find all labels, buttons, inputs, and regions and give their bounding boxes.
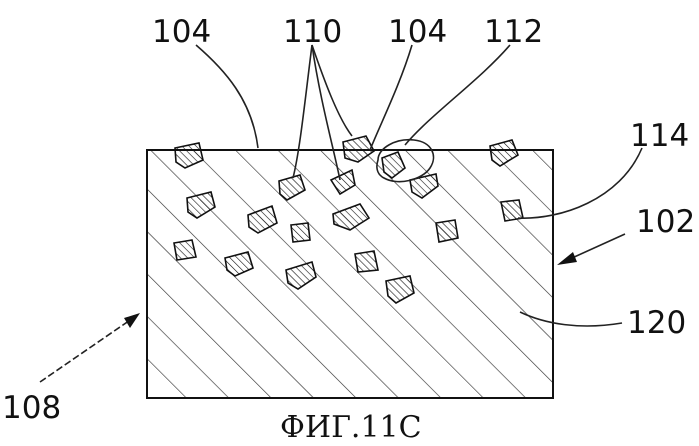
arrow-108-shaft [40,316,136,382]
label-114: 114 [630,118,689,154]
label-112: 112 [484,14,543,50]
grain-12 [291,223,310,242]
leader-104-left [196,45,258,148]
grain-14 [174,240,196,260]
leader-110-c [312,45,352,136]
leader-112 [405,45,510,145]
label-102: 102 [636,204,695,240]
label-108: 108 [2,390,61,426]
grain-13 [436,220,458,242]
grain-17 [355,251,378,272]
arrow-108-head [124,313,140,328]
label-104-left: 104 [152,14,211,50]
label-120: 120 [627,305,686,341]
leader-104-right [370,45,412,150]
label-104-right: 104 [388,14,447,50]
figure-caption: ФИГ.11С [280,410,422,445]
label-110: 110 [283,14,342,50]
arrow-102-head [557,252,577,265]
